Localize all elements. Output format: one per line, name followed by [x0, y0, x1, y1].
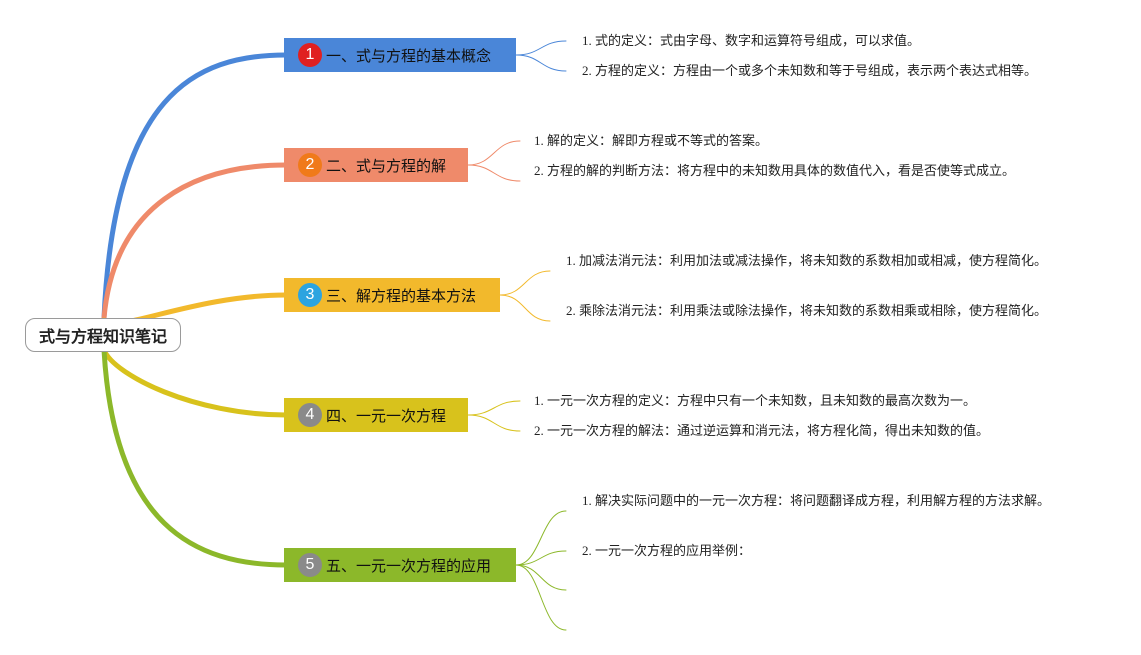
branch-node-1[interactable]: 1 一、式与方程的基本概念: [284, 38, 516, 72]
branch-connector: [101, 162, 289, 321]
leaf-connector: [515, 40, 567, 56]
branch-node-5[interactable]: 5 五、一元一次方程的应用: [284, 548, 516, 582]
number-badge-icon: 3: [298, 283, 322, 307]
branch-label: 三、解方程的基本方法: [326, 286, 477, 305]
leaf-connector: [467, 400, 521, 416]
branch-label: 一、式与方程的基本概念: [326, 46, 492, 65]
leaf-item[interactable]: 2. 一元一次方程的解法：通过逆运算和消元法，将方程化简，得出未知数的值。: [534, 423, 990, 438]
root-node[interactable]: 式与方程知识笔记: [25, 318, 181, 352]
branch-node-3[interactable]: 3 三、解方程的基本方法: [284, 278, 500, 312]
root-label: 式与方程知识笔记: [38, 327, 167, 346]
leaf-connector: [515, 564, 567, 591]
leaf-connector: [467, 140, 521, 166]
leaf-item[interactable]: 2. 方程的解的判断方法：将方程中的未知数用具体的数值代入，看是否使等式成立。: [534, 163, 1016, 178]
leaf-connector: [515, 550, 567, 566]
branch-node-2[interactable]: 2 二、式与方程的解: [284, 148, 468, 182]
leaf-item[interactable]: 1. 式的定义：式由字母、数字和运算符号组成，可以求值。: [582, 33, 921, 48]
branch-connector: [101, 347, 289, 418]
number-badge-icon: 5: [298, 553, 322, 577]
leaf-connector: [467, 164, 521, 182]
branch-connector: [101, 52, 289, 321]
leaf-item[interactable]: 2. 方程的定义：方程由一个或多个未知数和等于号组成，表示两个表达式相等。: [582, 63, 1038, 78]
leaf-connector: [499, 294, 551, 322]
leaf-item[interactable]: 1. 一元一次方程的定义：方程中只有一个未知数，且未知数的最高次数为一。: [534, 393, 977, 408]
leaf-item[interactable]: 1. 解决实际问题中的一元一次方程：将问题翻译成方程，利用解方程的方法求解。: [582, 493, 1051, 508]
branch-connector: [101, 347, 289, 568]
branch-label: 四、一元一次方程: [326, 406, 447, 425]
leaf-item[interactable]: 1. 加减法消元法：利用加法或减法操作，将未知数的系数相加或相减，使方程简化。: [566, 253, 1048, 268]
leaf-connector: [499, 270, 551, 296]
leaf-item[interactable]: 1. 解的定义：解即方程或不等式的答案。: [534, 133, 769, 148]
number-badge-icon: 4: [298, 403, 322, 427]
leaf-connector: [515, 564, 567, 631]
branch-node-4[interactable]: 4 四、一元一次方程: [284, 398, 468, 432]
leaf-connector: [515, 54, 567, 72]
leaf-item[interactable]: 2. 乘除法消元法：利用乘法或除法操作，将未知数的系数相乘或相除，使方程简化。: [566, 303, 1048, 318]
leaf-connector: [467, 414, 521, 432]
leaf-item[interactable]: 2. 一元一次方程的应用举例：: [582, 543, 752, 558]
number-badge-icon: 2: [298, 153, 322, 177]
branch-label: 二、式与方程的解: [326, 156, 447, 175]
branch-label: 五、一元一次方程的应用: [326, 556, 492, 575]
number-badge-icon: 1: [298, 43, 322, 67]
leaf-connector: [515, 510, 567, 566]
